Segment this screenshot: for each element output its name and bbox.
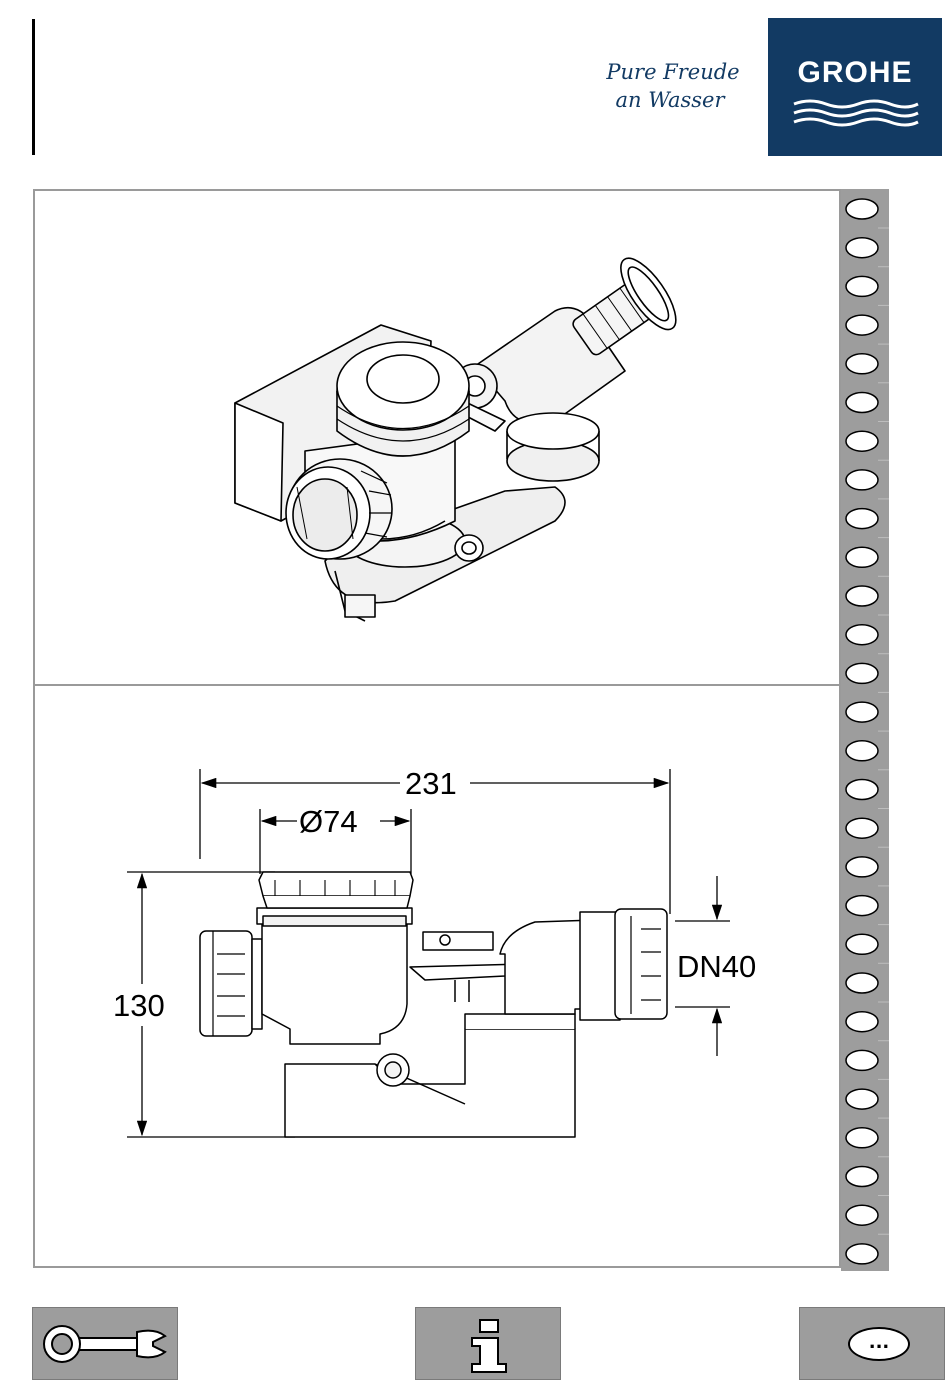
binder-ring bbox=[846, 393, 878, 413]
isometric-drain-drawing bbox=[35, 191, 839, 681]
outlet-dimension: DN40 bbox=[677, 950, 756, 984]
binder-ring bbox=[846, 199, 878, 219]
wave-icon bbox=[790, 98, 920, 132]
logo-wordmark: GROHE bbox=[768, 56, 942, 90]
binder-ring bbox=[846, 1012, 878, 1032]
binder-ring bbox=[846, 1089, 878, 1109]
tagline-line-2: an Wasser bbox=[582, 86, 758, 114]
tools-button[interactable] bbox=[32, 1307, 178, 1380]
binder-ring bbox=[846, 857, 878, 877]
binder-strip bbox=[841, 189, 889, 1271]
binder-ring bbox=[846, 625, 878, 645]
info-icon bbox=[416, 1308, 562, 1381]
more-button[interactable]: ... bbox=[799, 1307, 945, 1380]
tagline-line-1: Pure Freude bbox=[588, 58, 758, 86]
binder-ring bbox=[846, 973, 878, 993]
binder-ring bbox=[846, 663, 878, 683]
binder-ring bbox=[846, 1205, 878, 1225]
width-dimension: 231 bbox=[405, 767, 457, 801]
more-icon: ... bbox=[848, 1327, 910, 1361]
brand-tagline: Pure Freude an Wasser bbox=[588, 58, 758, 114]
grohe-logo: GROHE bbox=[768, 18, 942, 156]
binder-ring bbox=[846, 1050, 878, 1070]
binder-ring bbox=[846, 780, 878, 800]
binder-ring bbox=[846, 702, 878, 722]
binder-ring bbox=[846, 470, 878, 490]
info-button[interactable] bbox=[415, 1307, 561, 1380]
binder-ring bbox=[846, 547, 878, 567]
binder-ring bbox=[846, 431, 878, 451]
binder-ring bbox=[846, 238, 878, 258]
binder-ring bbox=[846, 1167, 878, 1187]
diameter-dimension: Ø74 bbox=[299, 805, 358, 839]
wrench-icon bbox=[33, 1308, 179, 1381]
left-margin-rule bbox=[32, 19, 35, 155]
binder-ring bbox=[846, 315, 878, 335]
binder-ring bbox=[846, 1244, 878, 1264]
height-dimension: 130 bbox=[113, 989, 165, 1023]
binder-ring bbox=[846, 509, 878, 529]
binder-ring bbox=[846, 741, 878, 761]
binder-ring bbox=[846, 276, 878, 296]
binder-ring bbox=[846, 1128, 878, 1148]
binder-ring bbox=[846, 586, 878, 606]
binder-ring bbox=[846, 354, 878, 374]
binder-ring bbox=[846, 818, 878, 838]
binder-ring bbox=[846, 896, 878, 916]
binder-ring bbox=[846, 934, 878, 954]
